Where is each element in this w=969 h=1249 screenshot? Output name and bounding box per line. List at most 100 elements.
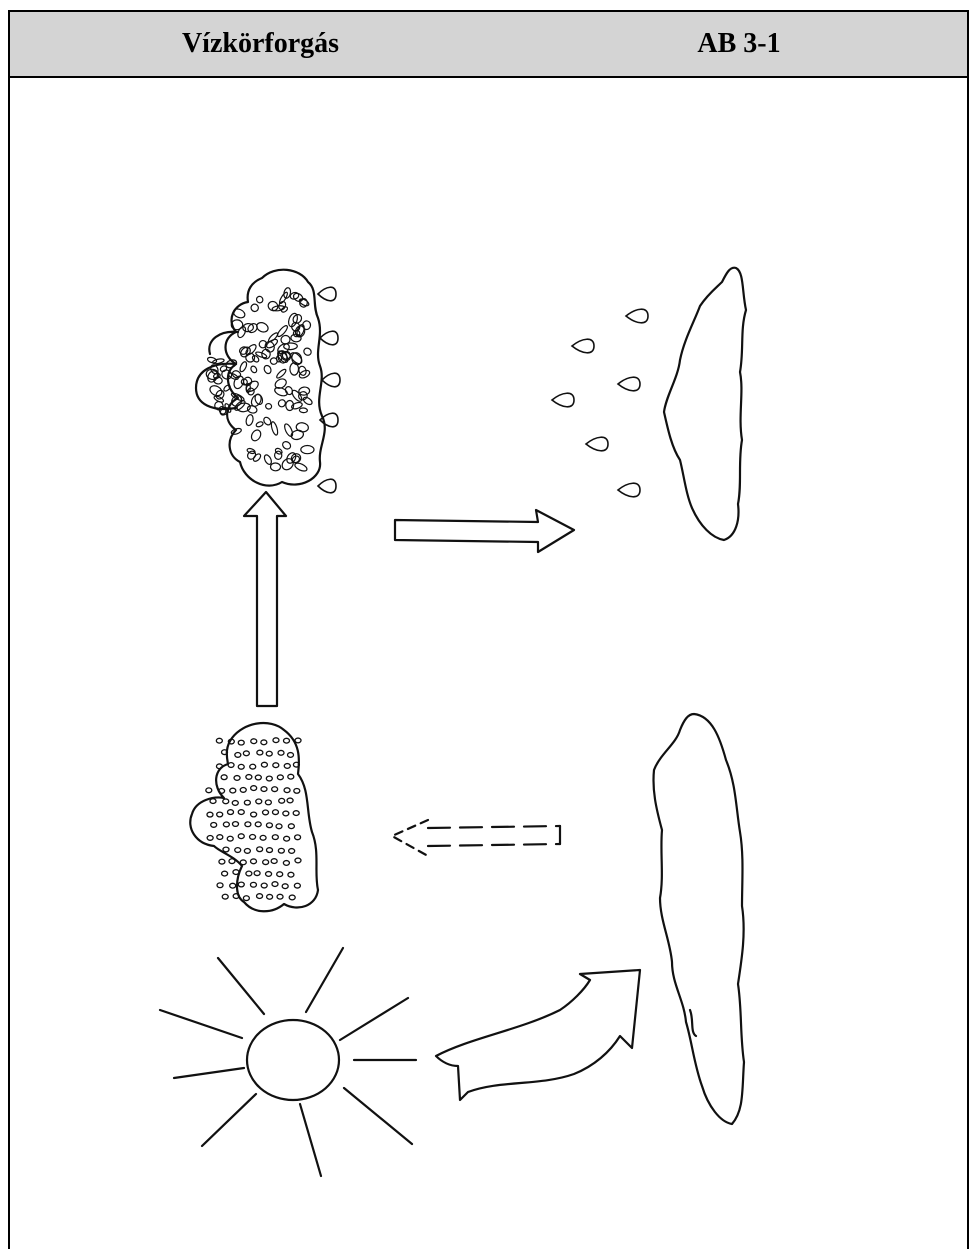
raindrop: [618, 377, 640, 391]
ice-pebble: [263, 454, 273, 466]
ice-pebble: [299, 408, 307, 413]
ice-pebble: [250, 365, 258, 374]
water-droplet-dot: [261, 762, 267, 767]
sun: [160, 948, 416, 1176]
water-droplet-dot: [219, 859, 225, 864]
water-droplet-dot: [272, 882, 278, 887]
water-droplet-dot: [210, 799, 216, 804]
water-droplet-dot: [272, 835, 278, 840]
water-droplet-dot: [240, 788, 246, 793]
water-droplet-dot: [211, 822, 217, 827]
water-droplet-dot: [277, 894, 283, 899]
water-droplet-dot: [228, 763, 234, 768]
water-droplet-dot: [233, 870, 239, 875]
ice-pebble: [263, 364, 272, 374]
raindrop: [572, 339, 594, 353]
water-droplet-dot: [223, 822, 229, 827]
water-droplet-dot: [240, 860, 246, 865]
water-droplet-dot: [261, 740, 267, 745]
ice-pebble: [280, 456, 296, 472]
water-droplet-dot: [260, 835, 266, 840]
water-droplet-dot: [266, 776, 272, 781]
vapor-cloud-dotted: [190, 723, 318, 911]
arrow-left-dashed: [392, 820, 560, 856]
water-droplet-dot: [232, 822, 238, 827]
water-droplet-dot: [251, 812, 257, 817]
ice-pebble: [298, 386, 310, 395]
water-droplet-dot: [238, 764, 244, 769]
water-droplet-dot: [288, 824, 294, 829]
raindrop: [552, 393, 574, 407]
water-droplet-dot: [223, 847, 229, 852]
water-droplet-dot: [246, 871, 252, 876]
water-droplet-dot: [254, 871, 260, 876]
water-droplet-dot: [266, 848, 272, 853]
water-droplet-dot: [250, 764, 256, 769]
water-droplet-dot: [284, 788, 290, 793]
ice-pebble: [250, 428, 263, 442]
water-droplet-dot: [266, 872, 272, 877]
water-droplet-dot: [289, 895, 295, 900]
ice-pebble: [290, 363, 299, 375]
water-droplet-dot: [266, 751, 272, 756]
water-droplet-dot: [235, 848, 241, 853]
water-droplet-dot: [235, 753, 241, 758]
water-droplet-dot: [251, 859, 257, 864]
water-droplet-dot: [295, 835, 301, 840]
water-droplet-dot: [272, 787, 278, 792]
water-droplet-dot: [250, 882, 256, 887]
water-droplet-dot: [288, 753, 294, 758]
water-droplet-dot: [255, 775, 261, 780]
water-droplet-dot: [284, 836, 290, 841]
water-droplet-dot: [238, 834, 244, 839]
water-droplet-dot: [265, 800, 271, 805]
water-droplet-dot: [222, 871, 228, 876]
water-droplet-dot: [256, 799, 262, 804]
rain-cloud-textured: [196, 270, 325, 486]
water-droplet-dot: [238, 882, 244, 887]
water-droplet-dot: [251, 786, 257, 791]
water-droplet-dot: [277, 775, 283, 780]
ice-pebble: [231, 427, 242, 435]
water-droplet-dot: [244, 849, 250, 854]
ice-pebble: [281, 306, 289, 313]
water-droplet-dot: [295, 738, 301, 743]
raindrops-right: [552, 309, 648, 497]
ice-pebble: [255, 351, 267, 359]
water-droplet-dot: [257, 894, 263, 899]
ice-pebble: [302, 396, 313, 406]
water-droplet-dot: [276, 824, 282, 829]
ice-pebble: [283, 423, 294, 438]
arrow-up: [244, 492, 286, 706]
water-droplet-dot: [283, 738, 289, 743]
ice-pebble: [236, 325, 247, 338]
landmass-top-right: [664, 268, 746, 540]
water-droplet-dot: [278, 848, 284, 853]
water-droplet-dot: [283, 811, 289, 816]
water-droplet-dot: [288, 774, 294, 779]
water-droplet-dot: [273, 763, 279, 768]
water-droplet-dot: [238, 810, 244, 815]
ice-pebble: [250, 303, 260, 313]
water-droplet-dot: [217, 835, 223, 840]
water-droplet-dot: [295, 858, 301, 863]
water-droplet-dot: [222, 894, 228, 899]
water-droplet-dot: [232, 801, 238, 806]
water-droplet-dot: [273, 738, 279, 743]
water-droplet-dot: [272, 810, 278, 815]
water-droplet-dot: [228, 810, 234, 815]
water-droplet-dot: [230, 788, 236, 793]
ice-pebble: [223, 384, 231, 392]
water-droplet-dot: [251, 739, 257, 744]
ice-pebble: [270, 463, 280, 471]
water-droplet-dot: [283, 861, 289, 866]
water-droplet-dot: [278, 750, 284, 755]
ice-pebble: [270, 421, 279, 436]
raindrop: [586, 437, 608, 451]
water-droplet-dot: [246, 775, 252, 780]
raindrop: [626, 309, 648, 323]
water-droplet-dot: [267, 894, 273, 899]
water-droplet-dot: [287, 798, 293, 803]
water-droplet-dot: [221, 775, 227, 780]
